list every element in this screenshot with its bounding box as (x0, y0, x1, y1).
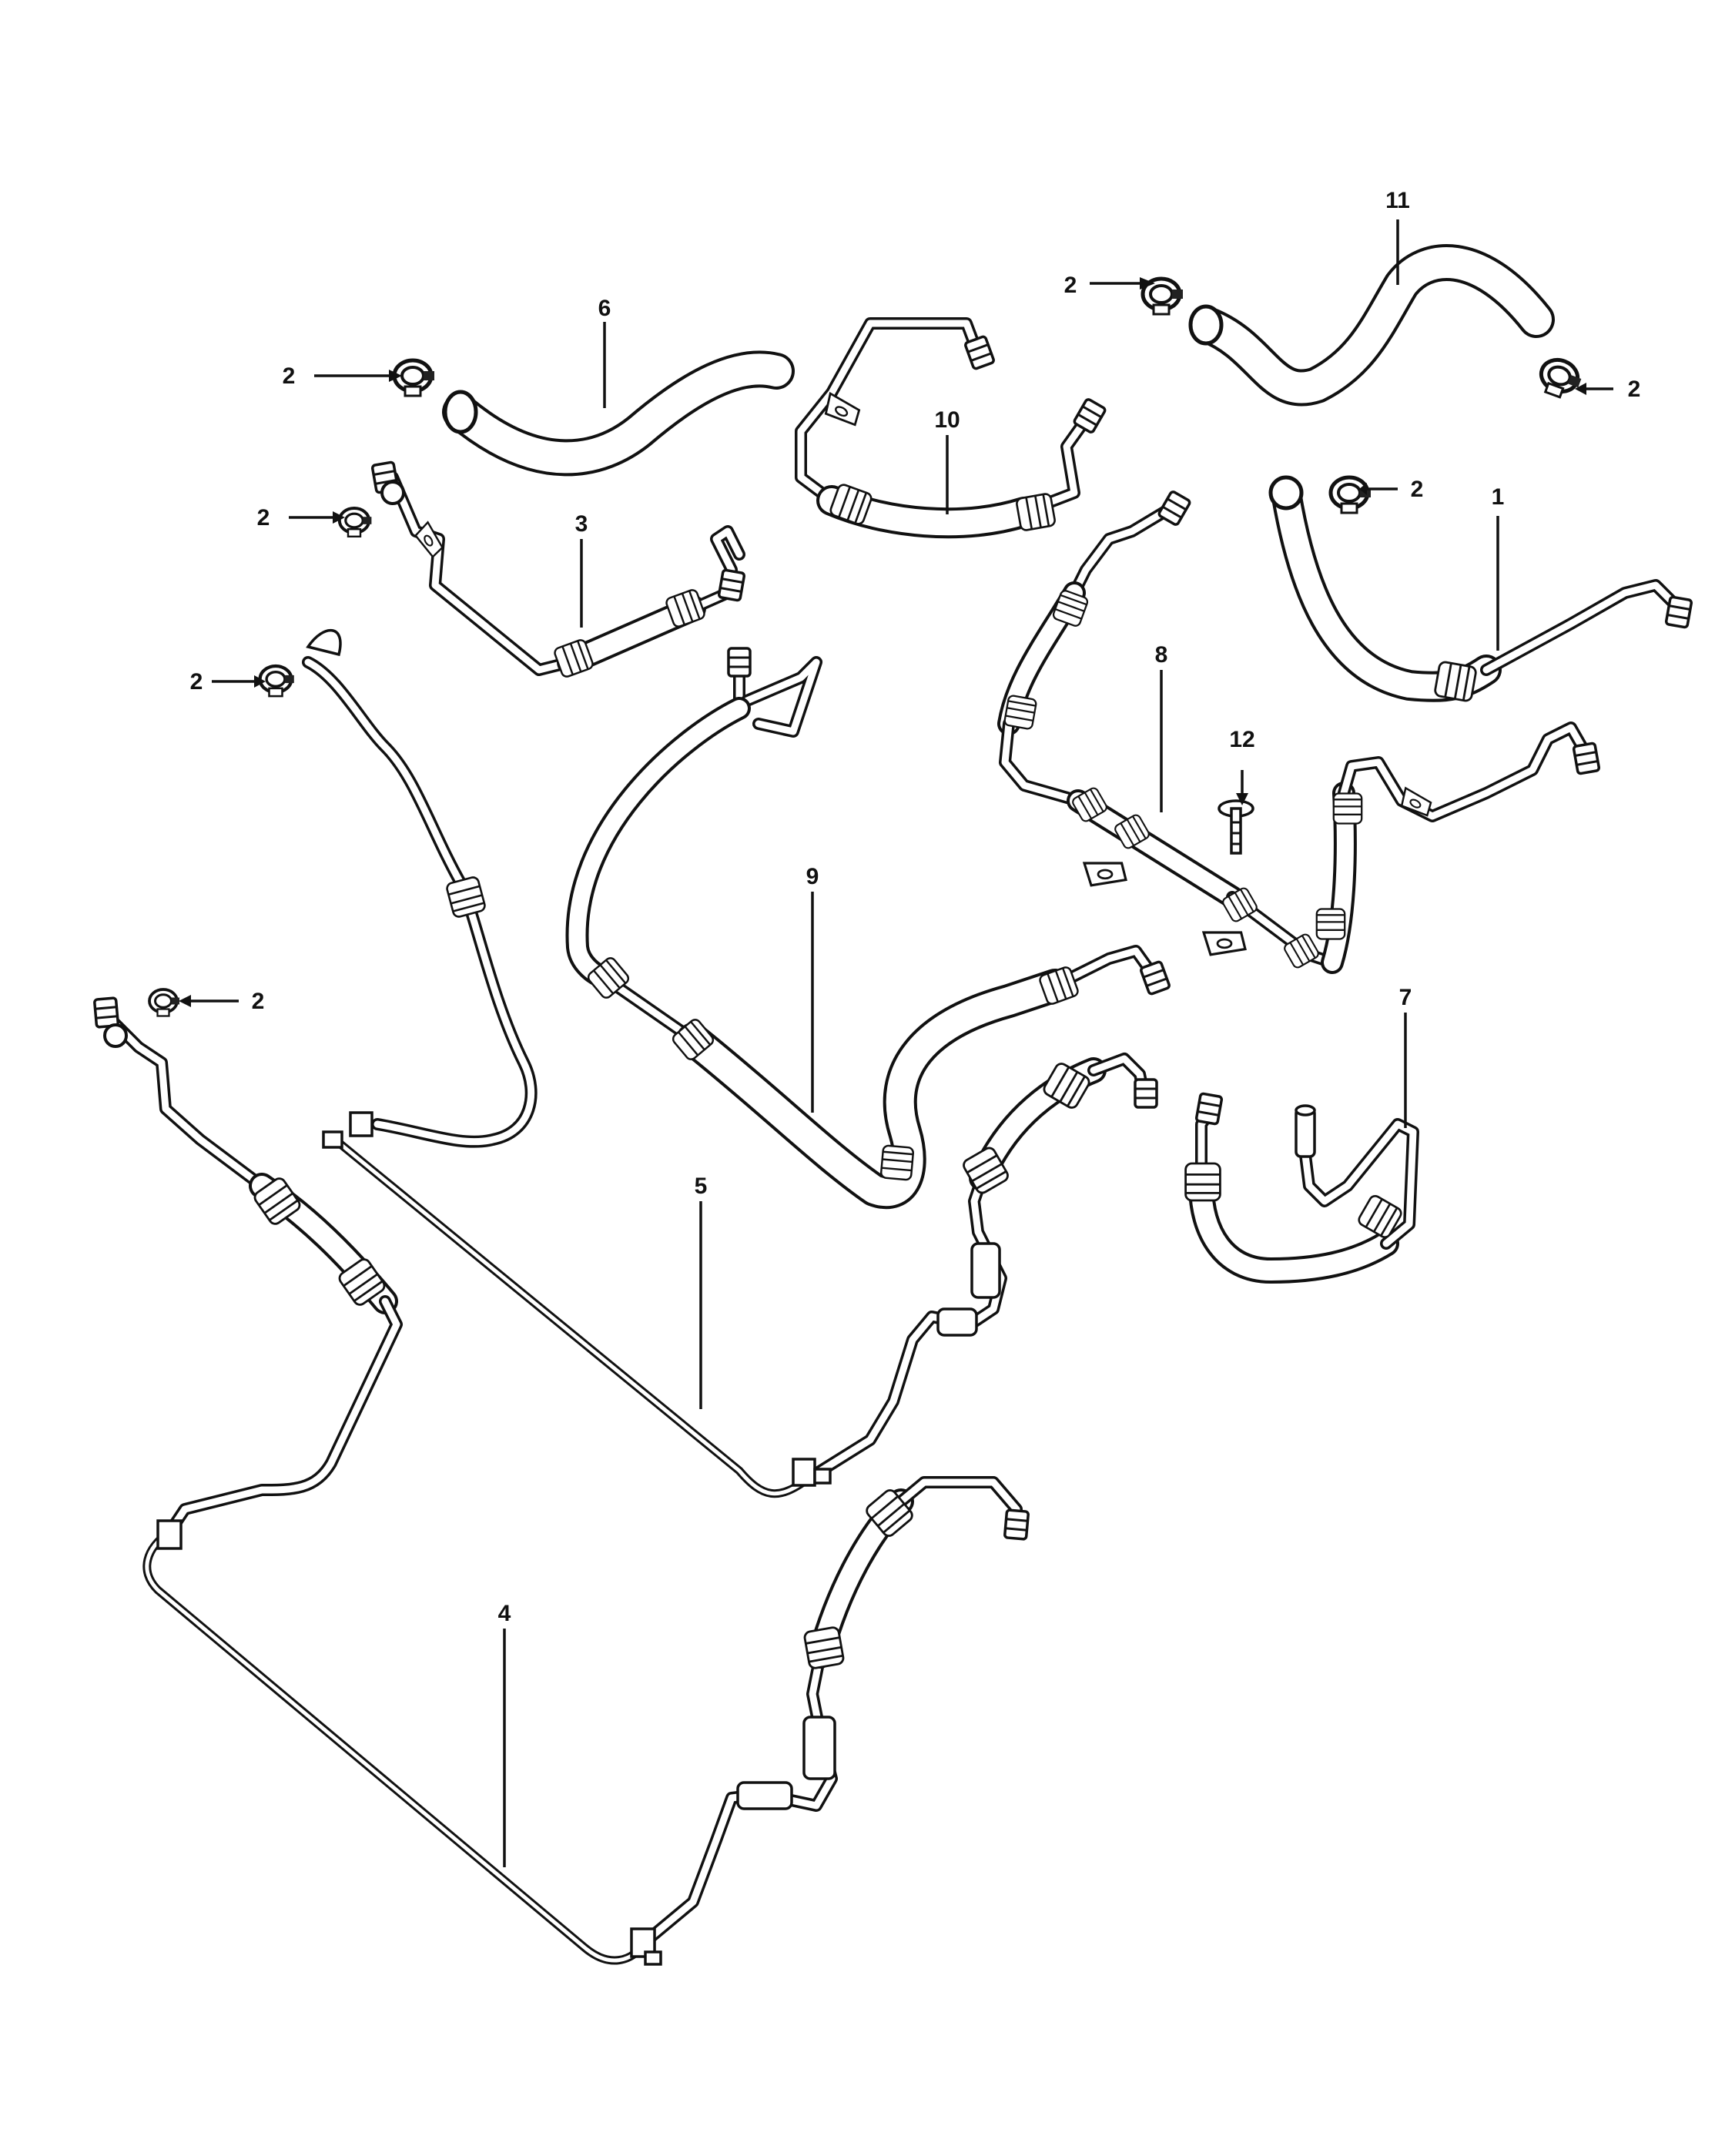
callout-2: 2 (190, 669, 203, 695)
callout-11: 11 (1385, 188, 1410, 213)
callout-6: 6 (598, 296, 611, 321)
clamp-icon (1331, 477, 1371, 513)
part-9-return-line (565, 647, 1172, 1210)
callout-3: 3 (575, 511, 588, 537)
callout-2: 2 (1064, 273, 1077, 298)
callout-8: 8 (1155, 642, 1168, 668)
part-8-pressure-line (997, 489, 1601, 974)
callout-12: 12 (1229, 727, 1254, 752)
part-1-hose-and-tube (1268, 475, 1693, 703)
part-7-hose-and-tube (1184, 1092, 1419, 1284)
clamp-icon (1536, 355, 1586, 402)
part-12-bolt (1218, 799, 1254, 855)
part-6-hose (442, 350, 795, 477)
clamp-icon (340, 508, 372, 537)
hose-end-icon (443, 390, 478, 434)
hose-end-icon (1268, 475, 1304, 511)
part-3-pressure-line (370, 460, 746, 679)
callout-2: 2 (1411, 477, 1424, 502)
part-11-hose (1188, 244, 1555, 407)
callout-9: 9 (806, 864, 819, 889)
callout-2: 2 (1628, 377, 1641, 402)
leader-arrowheads (179, 277, 1586, 1007)
callout-7: 7 (1399, 985, 1412, 1010)
hose-clamps (148, 279, 1586, 1018)
part-4-pressure-line (92, 996, 1030, 1966)
callout-5: 5 (695, 1173, 708, 1199)
part-10-hose-and-tube (795, 317, 1107, 539)
clamp-icon (394, 360, 434, 396)
clamp-icon (148, 988, 181, 1018)
clamp-icon (260, 666, 294, 696)
callout-4: 4 (498, 1601, 511, 1626)
callout-1: 1 (1492, 484, 1505, 510)
callout-10: 10 (934, 407, 960, 433)
part-5-pressure-line (302, 628, 1158, 1498)
callout-2: 2 (252, 989, 265, 1014)
callout-labels: 11 2 2 6 2 10 2 1 2 3 8 2 12 9 7 2 5 4 (190, 188, 1641, 1626)
callout-2: 2 (257, 505, 270, 531)
callout-2: 2 (283, 363, 296, 389)
leader-lines (191, 219, 1613, 1867)
hose-end-icon (1188, 304, 1224, 346)
